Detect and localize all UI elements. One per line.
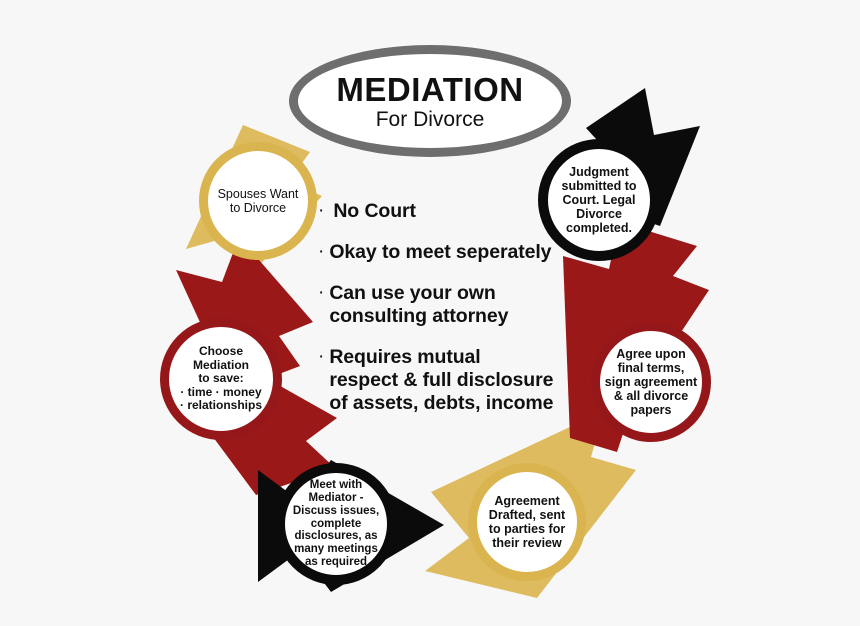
bullet-dot-icon: · (318, 346, 325, 367)
bullet-dot-icon: · (318, 200, 325, 221)
benefit-text: Okay to meet seperately (329, 241, 552, 263)
cycle-node-spouses-want-divorce[interactable]: Spouses Want to Divorce (199, 142, 317, 260)
cycle-node-label: Choose Mediation to save: · time · money… (179, 344, 262, 413)
diagram-title-sub: For Divorce (375, 107, 485, 131)
bullet-dot-icon: · (318, 282, 325, 303)
cycle-node-label: Meet with Mediator - Discuss issues, com… (292, 478, 380, 569)
cycle-node-agreement-drafted[interactable]: Agreement Drafted, sent to parties for t… (468, 463, 586, 581)
benefit-text: Can use your own consulting attorney (329, 282, 509, 327)
cycle-node-label: Judgment submitted to Court. Legal Divor… (561, 165, 637, 235)
benefit-item: · Can use your own consulting attorney (318, 282, 554, 328)
bullet-dot-icon: · (318, 241, 325, 262)
diagram-title: MEDIATION For Divorce (289, 45, 571, 157)
cycle-node-agree-final-terms[interactable]: Agree upon final terms, sign agreement &… (591, 322, 711, 442)
benefit-item: · Requires mutual respect & full disclos… (318, 346, 554, 415)
benefit-item: · No Court (318, 200, 554, 223)
benefits-list: · No Court · Okay to meet seperately · C… (318, 200, 554, 433)
diagram-title-main: MEDIATION (336, 70, 524, 108)
cycle-node-label: Spouses Want to Divorce (217, 187, 299, 215)
arrow-red-into-meet-node (196, 365, 337, 495)
cycle-node-label: Agreement Drafted, sent to parties for t… (488, 494, 566, 550)
cycle-node-judgment-submitted[interactable]: Judgment submitted to Court. Legal Divor… (538, 139, 660, 261)
cycle-node-label: Agree upon final terms, sign agreement &… (604, 347, 698, 417)
benefit-item: · Okay to meet seperately (318, 241, 554, 264)
arrow-red-choose-to-meet (176, 237, 313, 392)
cycle-node-choose-mediation[interactable]: Choose Mediation to save: · time · money… (160, 318, 282, 440)
benefit-text: Requires mutual respect & full disclosur… (329, 346, 554, 414)
cycle-node-meet-with-mediator[interactable]: Meet with Mediator - Discuss issues, com… (275, 463, 397, 585)
benefit-text: No Court (333, 200, 416, 222)
